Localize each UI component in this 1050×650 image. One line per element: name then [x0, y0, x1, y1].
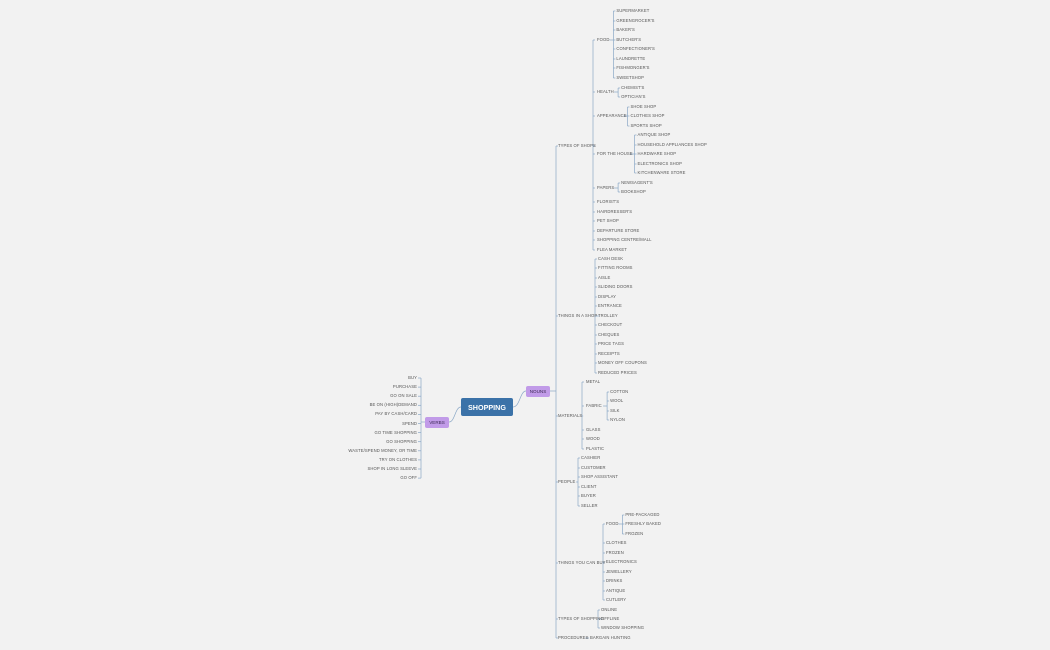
verb-go-on-sale[interactable]: GO ON SALE [390, 393, 417, 399]
item-appearance[interactable]: APPEARANCE [597, 113, 627, 118]
sub-pre-packaged[interactable]: PRE-PACKAGED [625, 512, 660, 517]
item-papers[interactable]: PAPERS [597, 185, 615, 190]
sub-baker-s[interactable]: BAKER'S [616, 27, 635, 32]
item-display[interactable]: DISPLAY [598, 294, 617, 299]
sub-greengrocer-s[interactable]: GREENGROCER'S [616, 18, 655, 23]
item-frozen[interactable]: FROZEN [606, 550, 624, 555]
item-food[interactable]: FOOD [606, 521, 619, 526]
item-glass[interactable]: GLASS [586, 427, 601, 432]
item-sliding-doors[interactable]: SLIDING DOORS [598, 284, 633, 289]
item-jewellery[interactable]: JEWELLERY [606, 569, 632, 574]
group-types-of-shops[interactable]: TYPES OF SHOPS [558, 143, 596, 148]
item-price-tags[interactable]: PRICE TAGS [598, 341, 624, 346]
sub-fishmonger-s[interactable]: FISHMONGER'S [616, 65, 650, 70]
group-procedures[interactable]: PROCEDURES [558, 635, 589, 640]
verb-try-on-clothes[interactable]: TRY ON CLOTHES [378, 456, 417, 462]
item-offline[interactable]: OFFLINE [601, 616, 620, 621]
item-reduced-prices[interactable]: REDUCED PRICES [598, 370, 637, 375]
item-bargain-hunting[interactable]: BARGAIN HUNTING [590, 635, 631, 640]
item-fabric[interactable]: FABRIC [586, 403, 602, 408]
item-florist-s[interactable]: FLORIST'S [597, 199, 620, 204]
verb-go-time-shopping[interactable]: GO TIME SHOPPING [374, 429, 417, 435]
sub-antique-shop[interactable]: ANTIQUE SHOP [637, 132, 671, 137]
sub-shoe-shop[interactable]: SHOE SHOP [630, 104, 657, 109]
group-materials[interactable]: MATERIALS [558, 413, 583, 418]
item-cashier[interactable]: CASHIER [581, 455, 601, 460]
group-types-of-shopping[interactable]: TYPES OF SHOPPING [558, 616, 604, 621]
item-cash-desk[interactable]: CASH DESK [598, 256, 624, 261]
item-shopping-centre-mall[interactable]: SHOPPING CENTRE/MALL [597, 237, 652, 242]
item-antique[interactable]: ANTIQUE [606, 588, 626, 593]
group-things-in-a-shop[interactable]: THINGS IN A SHOP [558, 313, 598, 318]
sub-chemist-s[interactable]: CHEMIST'S [621, 85, 645, 90]
item-departure-store[interactable]: DEPARTURE STORE [597, 228, 640, 233]
item-online[interactable]: ONLINE [601, 607, 618, 612]
item-for-the-house[interactable]: FOR THE HOUSE [597, 151, 633, 156]
item-plastic[interactable]: PLASTIC [586, 446, 605, 451]
sub-silk[interactable]: SILK [610, 408, 620, 413]
sub-butcher-s[interactable]: BUTCHER'S [616, 37, 642, 42]
verb-purchase[interactable]: PURCHASE [392, 384, 417, 390]
item-trolley[interactable]: TROLLEY [598, 313, 618, 318]
verb-shop-in-long-sleeve[interactable]: SHOP IN LONG SLEEVE [367, 466, 417, 471]
verb-pay-by-cash-card[interactable]: PAY BY CASH/CARD [375, 411, 417, 417]
sub-bookshop[interactable]: BOOKSHOP [621, 189, 646, 194]
item-client[interactable]: CLIENT [581, 484, 597, 489]
item-seller[interactable]: SELLER [581, 503, 598, 508]
group-people[interactable]: PEOPLE [558, 479, 576, 484]
item-buyer[interactable]: BUYER [581, 493, 596, 498]
sub-hardware-shop[interactable]: HARDWARE SHOP [637, 151, 677, 156]
item-entrance[interactable]: ENTRANCE [598, 303, 622, 308]
root-to-verbs-link [448, 406, 462, 423]
root-node[interactable]: SHOPPING [461, 398, 513, 416]
item-aisle[interactable]: AISLE [598, 275, 611, 280]
item-fitting-rooms[interactable]: FITTING ROOMS [598, 265, 633, 270]
item-health[interactable]: HEALTH [597, 89, 614, 94]
verb-go-shopping[interactable]: GO SHOPPING [386, 438, 417, 444]
item-wood[interactable]: WOOD [586, 436, 600, 441]
sub-wool[interactable]: WOOL [610, 398, 624, 403]
sub-household-appliances-shop[interactable]: HOUSEHOLD APPLIANCES SHOP [637, 142, 707, 147]
item-flea-market[interactable]: FLEA MARKET [597, 247, 627, 252]
sub-laundrette[interactable]: LAUNDRETTE [616, 56, 646, 61]
sub-sweetshop[interactable]: SWEETSHOP [616, 75, 645, 80]
group-things-you-can-buy[interactable]: THINGS YOU CAN BUY [558, 560, 606, 565]
root-to-nouns-link [512, 390, 527, 408]
item-clothes[interactable]: CLOTHES [606, 540, 627, 545]
sub-freshly-baked[interactable]: FRESHLY BAKED [625, 521, 661, 526]
sub-electronics-shop[interactable]: ELECTRONICS SHOP [637, 161, 682, 166]
verb-go-off[interactable]: GO OFF [400, 475, 417, 481]
item-cheques[interactable]: CHEQUES [598, 332, 620, 337]
item-money-off-coupons[interactable]: MONEY OFF COUPONS [598, 360, 647, 365]
item-shop-assistant[interactable]: SHOP ASSISTANT [581, 474, 619, 479]
sub-supermarket[interactable]: SUPERMARKET [616, 8, 650, 13]
sub-kitchenware-store[interactable]: KITCHENWARE STORE [637, 170, 686, 175]
sub-nylon[interactable]: NYLON [610, 417, 626, 422]
item-receipts[interactable]: RECEIPTS [598, 351, 620, 356]
sub-confectioner-s[interactable]: CONFECTIONER'S [616, 46, 655, 51]
sub-newsagent-s[interactable]: NEWSAGENT'S [621, 180, 653, 185]
item-food[interactable]: FOOD [597, 37, 610, 42]
verb-be-on-high-demand[interactable]: BE ON (HIGH)DEMAND [369, 402, 417, 408]
verb-spend[interactable]: SPEND [402, 420, 417, 426]
item-window-shopping[interactable]: WINDOW SHOPPING [601, 625, 645, 630]
sub-sports-shop[interactable]: SPORTS SHOP [630, 123, 662, 128]
verbs-node[interactable]: VERBS [425, 417, 449, 428]
item-drinks[interactable]: DRINKS [606, 578, 623, 583]
verb-waste-spend-money-or-time[interactable]: WASTE/SPEND MONEY, OR TIME [348, 447, 417, 453]
sub-optician-s[interactable]: OPTICIAN'S [621, 94, 646, 99]
sub-clothes-shop[interactable]: CLOTHES SHOP [630, 113, 665, 118]
item-electronics[interactable]: ELECTRONICS [606, 559, 637, 564]
item-pet-shop[interactable]: PET SHOP [597, 218, 619, 223]
item-customer[interactable]: CUSTOMER [581, 465, 606, 470]
sub-frozen[interactable]: FROZEN [625, 531, 644, 536]
item-checkout[interactable]: CHECKOUT [598, 322, 623, 327]
verb-buy[interactable]: BUY [408, 375, 417, 380]
nouns-node[interactable]: NOUNS [526, 386, 550, 397]
item-metal[interactable]: METAL [586, 379, 601, 384]
sub-cotton[interactable]: COTTON [610, 389, 629, 394]
item-cutlery[interactable]: CUTLERY [606, 597, 627, 602]
item-hairdresser-s[interactable]: HAIRDRESSER'S [597, 209, 633, 214]
